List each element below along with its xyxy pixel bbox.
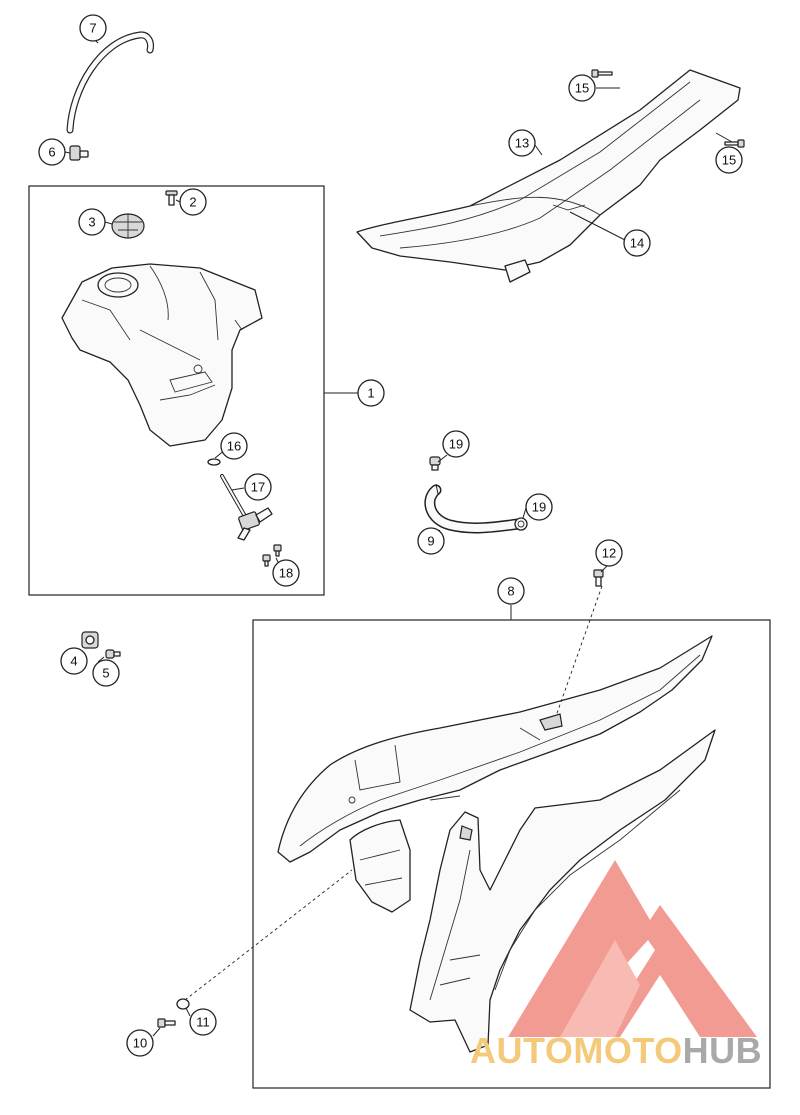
callout-label: 1 [367,386,374,401]
callout-15-rear: 15 [715,146,743,174]
callout-16: 16 [220,432,248,460]
callout-label: 11 [196,1015,210,1030]
callout-label: 3 [88,215,95,230]
callout-10: 10 [126,1029,154,1057]
callout-label: 2 [189,195,196,210]
hose-clamp-top [429,456,441,471]
callout-label: 19 [449,437,463,452]
fuel-cap [111,213,145,239]
callout-label: 12 [602,546,616,561]
callout-18: 18 [272,559,300,587]
callout-17: 17 [244,473,272,501]
watermark-text: AUTOMOTOHUB [470,1030,792,1072]
shroud-bolt [157,1018,176,1028]
callout-15-front: 15 [568,74,596,102]
seat [356,69,741,283]
callout-label: 15 [575,81,589,96]
callout-label: 13 [515,136,529,151]
callout-9: 9 [417,527,445,555]
callout-19-bottom: 19 [525,493,553,521]
damper-screw [105,649,121,659]
callout-label: 19 [532,500,546,515]
shroud-bolt-upper [593,569,604,587]
callout-label: 6 [48,145,55,160]
callout-label: 9 [427,534,434,549]
watermark-text-part1: AUTOMOTO [470,1030,683,1071]
hose-fitting [69,145,89,161]
callout-6: 6 [38,138,66,166]
seat-bolt-rear [724,139,745,148]
vent-hose [424,483,524,534]
hose-clamp-bottom [514,517,528,531]
callout-label: 14 [630,236,644,251]
fuel-tank [61,263,263,447]
callout-11: 11 [189,1008,217,1036]
callout-3: 3 [78,208,106,236]
callout-14: 14 [623,229,651,257]
callout-8: 8 [497,577,525,605]
callout-19-top: 19 [442,430,470,458]
tank-screw [165,190,178,206]
radiator-shrouds [277,635,716,1053]
breather-hose [66,31,154,134]
callout-13: 13 [508,129,536,157]
watermark-logo [508,860,757,1037]
rubber-damper [81,631,99,649]
callout-label: 18 [279,566,293,581]
tap-screws [262,544,282,567]
callout-label: 5 [102,666,109,681]
callout-label: 8 [507,584,514,599]
callout-label: 15 [722,153,736,168]
leader-lines [64,37,733,1037]
callout-12: 12 [595,539,623,567]
callout-label: 4 [70,654,77,669]
callout-7: 7 [79,14,107,42]
callout-5: 5 [92,659,120,687]
o-ring [207,458,221,466]
callout-1: 1 [357,379,385,407]
callout-label: 7 [89,21,96,36]
tank-assembly-frame [28,185,325,596]
seat-bolt-front [591,69,613,78]
callout-2: 2 [179,188,207,216]
fuel-tap [220,474,273,541]
callout-label: 16 [227,439,241,454]
callout-label: 10 [133,1036,147,1051]
shroud-washer [176,998,190,1010]
watermark-text-part2: HUB [682,1030,763,1071]
callout-4: 4 [60,647,88,675]
callout-label: 17 [251,480,265,495]
